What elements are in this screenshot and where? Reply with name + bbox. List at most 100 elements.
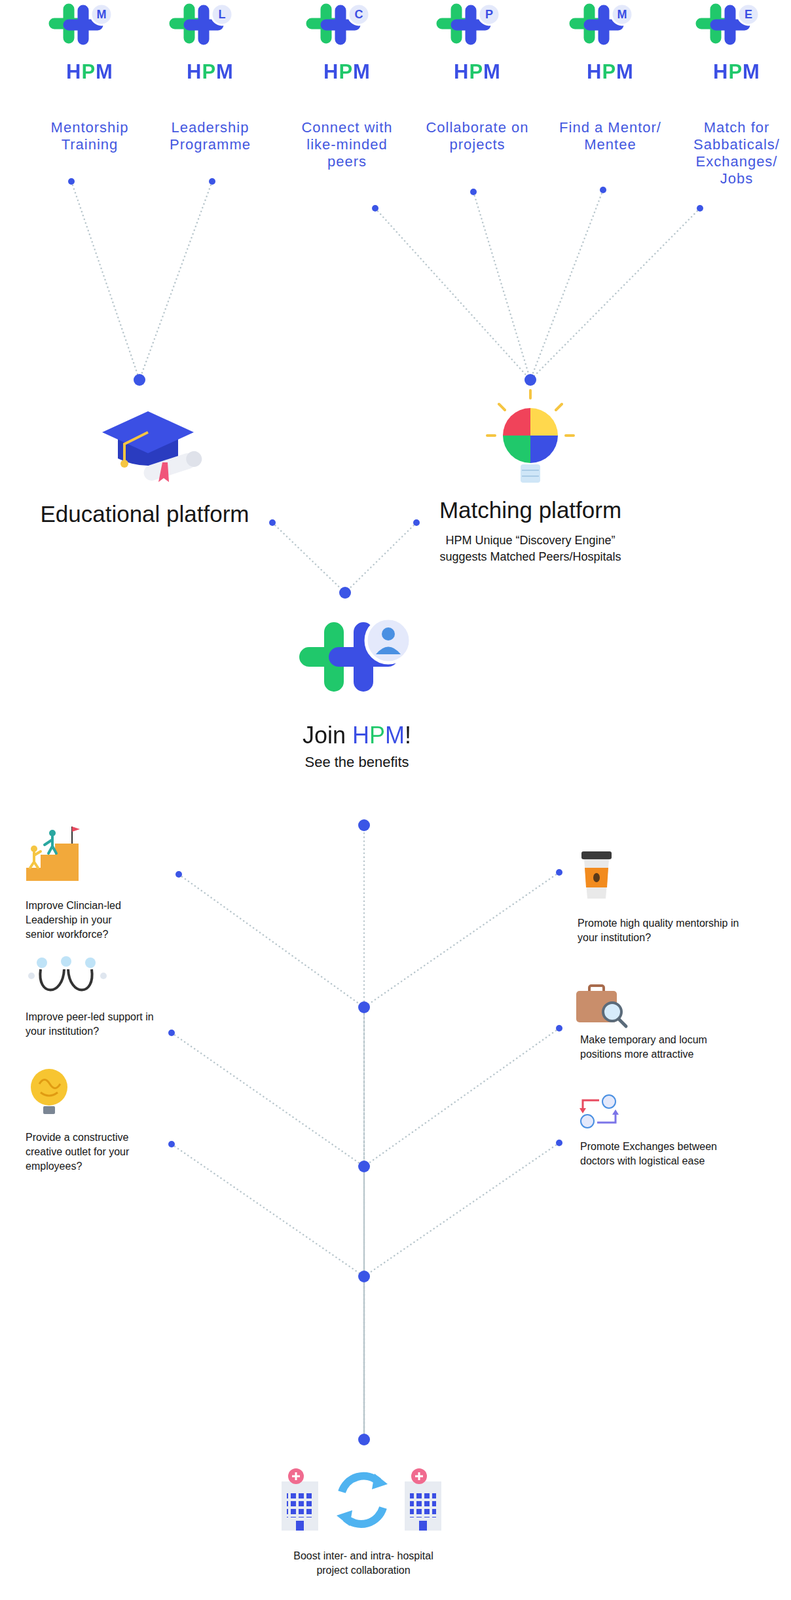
puzzle-bulb-icon <box>487 390 574 436</box>
puzzle-bulb-icon <box>530 435 558 463</box>
join-node: Join HPM! See the benefits <box>248 592 465 826</box>
logo-wordmark: HPM <box>66 60 114 84</box>
junction-dot <box>413 519 420 526</box>
hospital-icons <box>292 1471 300 1480</box>
idea-icon <box>43 1105 56 1114</box>
benefit-node: Improve peer-led support in your institu… <box>19 956 172 1039</box>
junction-dot <box>599 186 607 194</box>
join-icon <box>366 618 411 663</box>
junction-dot <box>175 870 183 878</box>
junction-dot <box>358 819 370 831</box>
stethoscope-icon <box>28 972 35 979</box>
hospital-icons <box>281 1481 319 1531</box>
junction-dot <box>339 586 351 599</box>
platform-title: Matching platform <box>416 495 645 525</box>
logo-wordmark: HPM <box>713 60 761 84</box>
feature-label: Connect with like-minded peers <box>288 119 406 171</box>
connector-line <box>364 1028 560 1440</box>
platform-node: Educational platform <box>30 379 273 531</box>
feature-node: MHPMMentorship Training <box>30 5 149 182</box>
connector-line <box>530 208 700 380</box>
junction-dot <box>358 1270 370 1283</box>
idea-icon <box>30 1068 68 1114</box>
stethoscope-icon <box>36 957 48 968</box>
feature-label: Mentorship Training <box>30 119 149 154</box>
logo-letter: E <box>738 4 759 25</box>
logo-set <box>54 3 759 40</box>
coffee-icon <box>584 859 609 899</box>
junction-dot <box>133 373 146 386</box>
connector-line <box>364 872 560 1440</box>
join-title: Join HPM! <box>302 720 412 750</box>
hospital-icons <box>286 1490 313 1518</box>
join-subtitle: See the benefits <box>248 753 465 772</box>
connector-line <box>171 1143 365 1440</box>
logo-wordmark: HPM <box>323 60 371 84</box>
junction-dot <box>208 178 216 185</box>
coffee-icon <box>593 872 600 883</box>
coffee-icon <box>584 867 609 888</box>
logo-set <box>174 3 233 40</box>
exchange-icon <box>580 1114 594 1128</box>
exchange-icon <box>602 1094 616 1108</box>
briefcase-icon <box>603 1002 622 1021</box>
benefit-node: Improve Clincian-led Leadership in your … <box>19 834 179 943</box>
graduation-cap-icon <box>124 432 148 461</box>
junction-dot <box>358 1001 370 1013</box>
benefit-node: Promote high quality mentorship in your … <box>559 847 769 945</box>
stethoscope-icon <box>39 969 65 991</box>
benefit-text: Improve Clincian-led Leadership in your … <box>25 898 141 942</box>
feature-node: MHPMFind a Mentor/ Mentee <box>551 5 670 190</box>
connector-line <box>473 191 531 380</box>
junction-dot <box>555 868 563 876</box>
feature-node: EHPMMatch for Sabbaticals/ Exchanges/ Jo… <box>687 5 786 209</box>
platform-node: Matching platformHPM Unique “Discovery E… <box>416 379 645 570</box>
exchange-icon <box>579 1107 587 1114</box>
benefit-node: Make temporary and locum positions more … <box>559 982 769 1062</box>
connector-line <box>171 1032 365 1440</box>
connector-line <box>71 181 140 380</box>
junction-dot <box>269 519 276 526</box>
junction-dot <box>524 373 537 386</box>
exchange-icon <box>582 1100 600 1110</box>
logo-letter: M <box>612 4 632 25</box>
feature-node: PHPMCollaborate on projects <box>418 5 537 192</box>
platform-subtitle: HPM Unique “Discovery Engine” suggests M… <box>432 532 629 566</box>
benefit-text: Promote Exchanges between doctors with l… <box>580 1139 744 1169</box>
puzzle-bulb-icon <box>487 390 574 483</box>
climb-icon <box>44 836 57 854</box>
climb-icon <box>26 826 80 881</box>
logo-set <box>574 3 633 40</box>
connector-line <box>178 874 365 1440</box>
logo-letter: L <box>212 4 232 25</box>
feature-label: Leadership Programme <box>151 119 270 154</box>
exchange-icon <box>597 1113 616 1123</box>
hospital-icons <box>404 1481 442 1531</box>
connector-line <box>530 189 604 380</box>
hospital-icons <box>288 1468 304 1484</box>
puzzle-bulb-icon <box>530 407 558 436</box>
briefcase-icon <box>618 1018 626 1027</box>
benefit-node: Promote Exchanges between doctors with l… <box>559 1090 769 1169</box>
benefit-text: Improve peer-led support in your institu… <box>25 1009 167 1039</box>
graduation-cap-icon <box>183 449 204 469</box>
junction-dot <box>555 1139 563 1146</box>
graduation-cap-icon <box>120 459 129 468</box>
join-icon <box>375 646 401 655</box>
benefit-text: Provide a constructive creative outlet f… <box>25 1130 141 1174</box>
connector-line <box>375 208 531 380</box>
feature-node: CHPMConnect with like-minded peers <box>288 5 406 209</box>
logo-set <box>701 3 759 40</box>
feature-label: Find a Mentor/ Mentee <box>551 119 670 154</box>
connector-line <box>345 522 417 593</box>
junction-dot <box>168 1140 175 1148</box>
stethoscope-icon <box>28 956 107 991</box>
exchange-icon <box>579 1094 619 1128</box>
benefit-text: Promote high quality mentorship in your … <box>577 916 755 945</box>
puzzle-bulb-icon <box>502 435 531 463</box>
exchange-icon <box>612 1109 619 1115</box>
hospital-icons <box>415 1471 424 1480</box>
graduation-cap-icon <box>102 411 204 483</box>
